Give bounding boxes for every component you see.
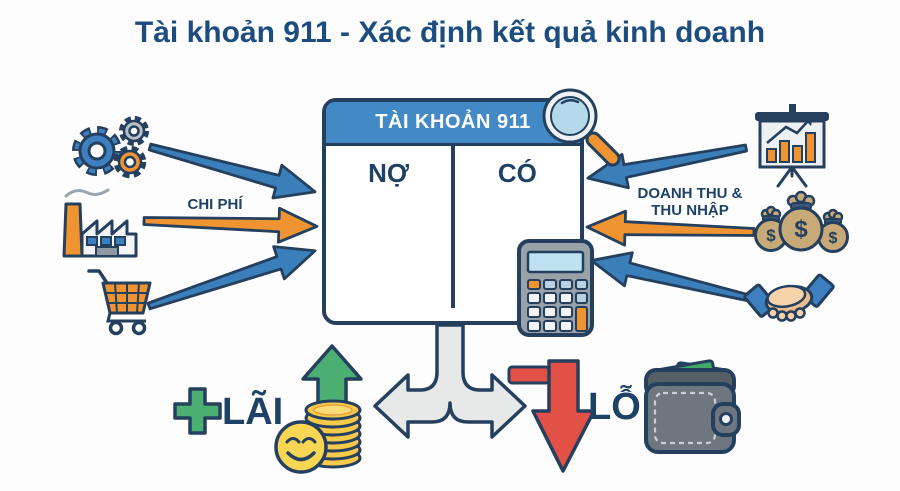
dollar-glyph: $ [829, 230, 838, 247]
smiley-icon [274, 420, 328, 474]
magnifier-icon [542, 88, 621, 167]
expense-arrow-orange [142, 206, 319, 244]
revenue-arrow-orange [585, 209, 756, 247]
factory-icon [62, 188, 138, 258]
handshake-icon [743, 273, 835, 322]
revenue-label-line2: THU NHẬP [651, 202, 729, 219]
revenue-label: DOANH THU & THU NHẬP [613, 185, 767, 219]
dollar-glyph: $ [766, 226, 776, 245]
gears-icon [72, 116, 149, 179]
page-title: Tài khoản 911 - Xác định kết quả kinh do… [134, 16, 766, 49]
credit-column: CÓ [455, 146, 580, 324]
debit-label: NỢ [368, 158, 410, 188]
money-bags-icon: $ $ $ [754, 190, 849, 253]
expense-arrow-blue-bottom [146, 245, 317, 311]
loss-label: LỖ [588, 386, 641, 428]
dollar-glyph: $ [794, 216, 808, 243]
calculator-icon [517, 239, 594, 337]
revenue-arrow-blue-bottom [590, 251, 752, 303]
revenue-label-line1: DOANH THU & [637, 185, 743, 202]
t-account-header: TÀI KHOẢN 911 [326, 102, 580, 146]
t-account-body: NỢ CÓ [326, 146, 580, 324]
revenue-arrow-blue-top [586, 143, 748, 190]
t-account-911: TÀI KHOẢN 911 NỢ CÓ [322, 98, 584, 325]
expenses-label: CHI PHÍ [187, 196, 243, 213]
down-arrow-icon [531, 359, 596, 473]
profit-label: LÃI [222, 391, 284, 433]
fork-arrow-icon [373, 323, 527, 439]
expense-arrow-blue-top [147, 142, 317, 200]
bar-chart-icon [755, 104, 829, 188]
debit-column: NỢ [326, 146, 451, 324]
t-account-divider [451, 146, 455, 308]
plus-icon [173, 387, 222, 435]
credit-label: CÓ [497, 158, 537, 188]
shopping-cart-icon [87, 269, 152, 336]
wallet-icon [644, 359, 741, 454]
minus-icon [507, 365, 551, 385]
